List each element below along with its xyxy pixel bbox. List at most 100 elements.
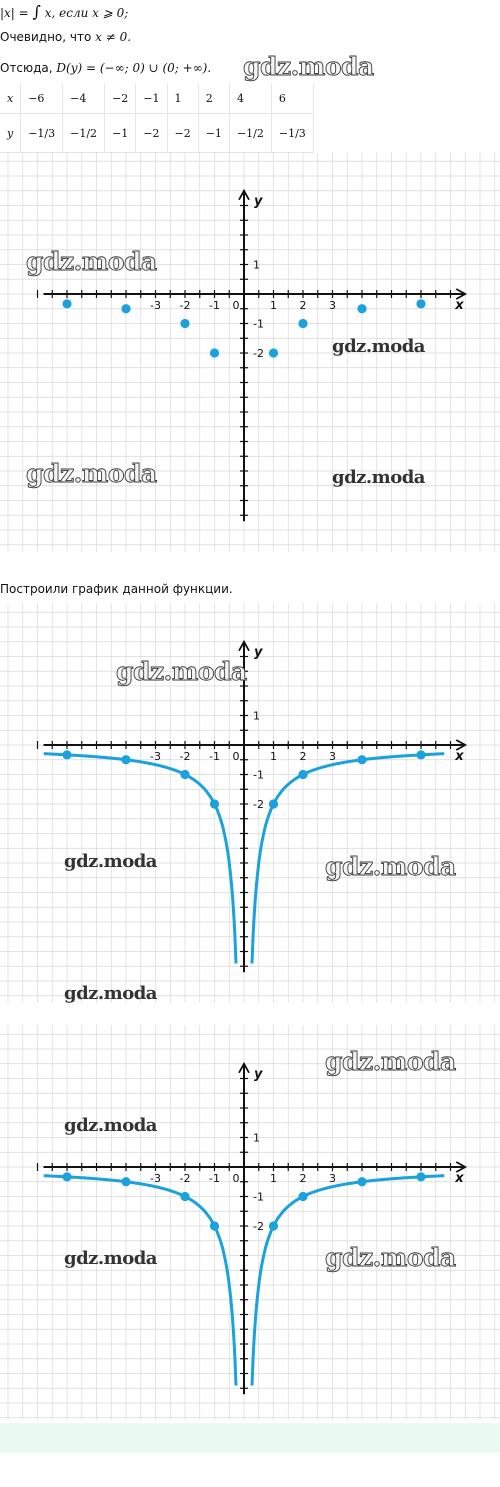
table-cell: −2 — [104, 83, 137, 114]
x-axis-arrow — [455, 739, 468, 751]
x-axis-arrow — [455, 1161, 468, 1173]
data-point — [268, 1221, 279, 1231]
footer-bar — [0, 1423, 500, 1453]
data-point — [209, 799, 220, 809]
table-cell: −2 — [167, 113, 199, 153]
x-axis-name: x — [454, 298, 464, 313]
data-point — [357, 304, 367, 314]
hence-text: Отсюда, — [0, 61, 57, 75]
data-point — [268, 348, 279, 358]
table-cell: −1 — [198, 113, 230, 153]
graph-curve-2-svg: -3 -2 -1 0 1 2 3 1 -1 -2 x y — [0, 1025, 500, 1420]
x-axis-arrow — [455, 288, 468, 300]
data-point — [121, 755, 131, 765]
data-point — [298, 318, 308, 329]
data-point — [416, 299, 426, 309]
x-tick-label: 2 — [300, 750, 307, 763]
x-tick-label: -1 — [209, 1172, 220, 1185]
x-tick-label: -1 — [209, 299, 220, 312]
x-tick-label: -3 — [150, 1172, 161, 1185]
table-cell: 4 — [229, 83, 272, 114]
x-tick-label: 0 — [233, 1172, 240, 1185]
y-tick-label: 1 — [253, 259, 260, 272]
watermark: gdz.moda — [116, 657, 248, 687]
watermark: gdz.moda — [325, 1047, 457, 1077]
abs-def-prefix: |x| = — [0, 6, 33, 20]
y-tick-label: -2 — [253, 347, 264, 360]
abs-def-case: x, если x ⩾ 0; — [44, 6, 129, 20]
y-tick-label: -1 — [253, 769, 264, 782]
data-point — [121, 1177, 131, 1187]
x-tick-label: 3 — [329, 299, 336, 312]
x-tick-label: 0 — [233, 299, 240, 312]
x-tick-label: 1 — [270, 750, 277, 763]
table-cell: −1 — [104, 113, 137, 153]
values-table: x −6 −4 −2 −1 1 2 4 6 y −1/3 −1/2 −1 −2 … — [0, 83, 314, 153]
watermark: gdz.moda — [64, 851, 157, 872]
y-axis-arrow — [238, 639, 250, 652]
y-tick-label: -2 — [253, 798, 264, 811]
data-point — [62, 750, 72, 760]
table-row: x −6 −4 −2 −1 1 2 4 6 — [0, 83, 314, 114]
function-curve — [43, 1174, 238, 1386]
domain-line: Отсюда, D(y) = (−∞; 0) ∪ (0; +∞). — [0, 61, 211, 75]
x-tick-label: 3 — [329, 1172, 336, 1185]
data-point — [121, 304, 131, 314]
function-curve — [250, 1174, 445, 1386]
x-tick-label: 2 — [300, 1172, 307, 1185]
function-curve — [250, 752, 445, 964]
data-point — [62, 1172, 72, 1182]
x-tick-label: 0 — [233, 750, 240, 763]
y-axis-arrow — [238, 188, 250, 201]
watermark: gdz.moda — [26, 247, 158, 277]
x-tick-label: -3 — [150, 750, 161, 763]
table-cell: −1/2 — [229, 113, 272, 153]
x-tick-label: 2 — [300, 299, 307, 312]
data-point — [357, 755, 367, 765]
x-tick-label: 3 — [329, 750, 336, 763]
function-curve — [43, 752, 238, 964]
watermark: gdz.moda — [243, 52, 375, 82]
x-tick-label: 1 — [270, 1172, 277, 1185]
data-point — [209, 1221, 220, 1231]
table-row-label: x — [0, 83, 22, 114]
table-cell: −4 — [62, 83, 106, 114]
watermark: gdz.moda — [26, 459, 158, 489]
x-tick-label: -2 — [180, 1172, 191, 1185]
x-axis-name: x — [454, 1171, 464, 1186]
data-point — [416, 1172, 426, 1182]
data-point — [357, 1177, 367, 1187]
watermark: gdz.moda — [332, 336, 425, 357]
y-tick-label: 1 — [253, 710, 260, 723]
table-cell: −6 — [20, 83, 64, 114]
x-tick-label: -1 — [209, 750, 220, 763]
y-axis-name: y — [254, 645, 263, 660]
data-point — [416, 750, 426, 760]
x-tick-label: -2 — [180, 299, 191, 312]
y-tick-label: -2 — [253, 1220, 264, 1233]
table-row-label: y — [0, 113, 22, 153]
watermark: gdz.moda — [325, 852, 457, 882]
obviously-math: x ≠ 0. — [95, 30, 132, 44]
watermark: gdz.moda — [325, 1243, 457, 1273]
brace-icon: ∫ — [32, 2, 41, 21]
data-point — [298, 769, 308, 780]
table-cell: −2 — [135, 113, 168, 153]
table-cell: −1/3 — [20, 113, 64, 153]
data-point — [180, 318, 190, 329]
x-axis-name: x — [454, 749, 464, 764]
y-tick-label: 1 — [253, 1132, 260, 1145]
y-tick-label: -1 — [253, 1191, 264, 1204]
y-axis-name: y — [254, 1067, 263, 1082]
y-tick-label: -1 — [253, 318, 264, 331]
watermark: gdz.moda — [64, 1248, 157, 1269]
data-point — [298, 1191, 308, 1202]
x-tick-label: 1 — [270, 299, 277, 312]
watermark: gdz.moda — [64, 983, 157, 1004]
caption: Построили график данной функции. — [0, 582, 233, 596]
obviously-line: Очевидно, что x ≠ 0. — [0, 30, 131, 44]
abs-definition: |x| = ∫ x, если x ⩾ 0; — [0, 2, 128, 21]
